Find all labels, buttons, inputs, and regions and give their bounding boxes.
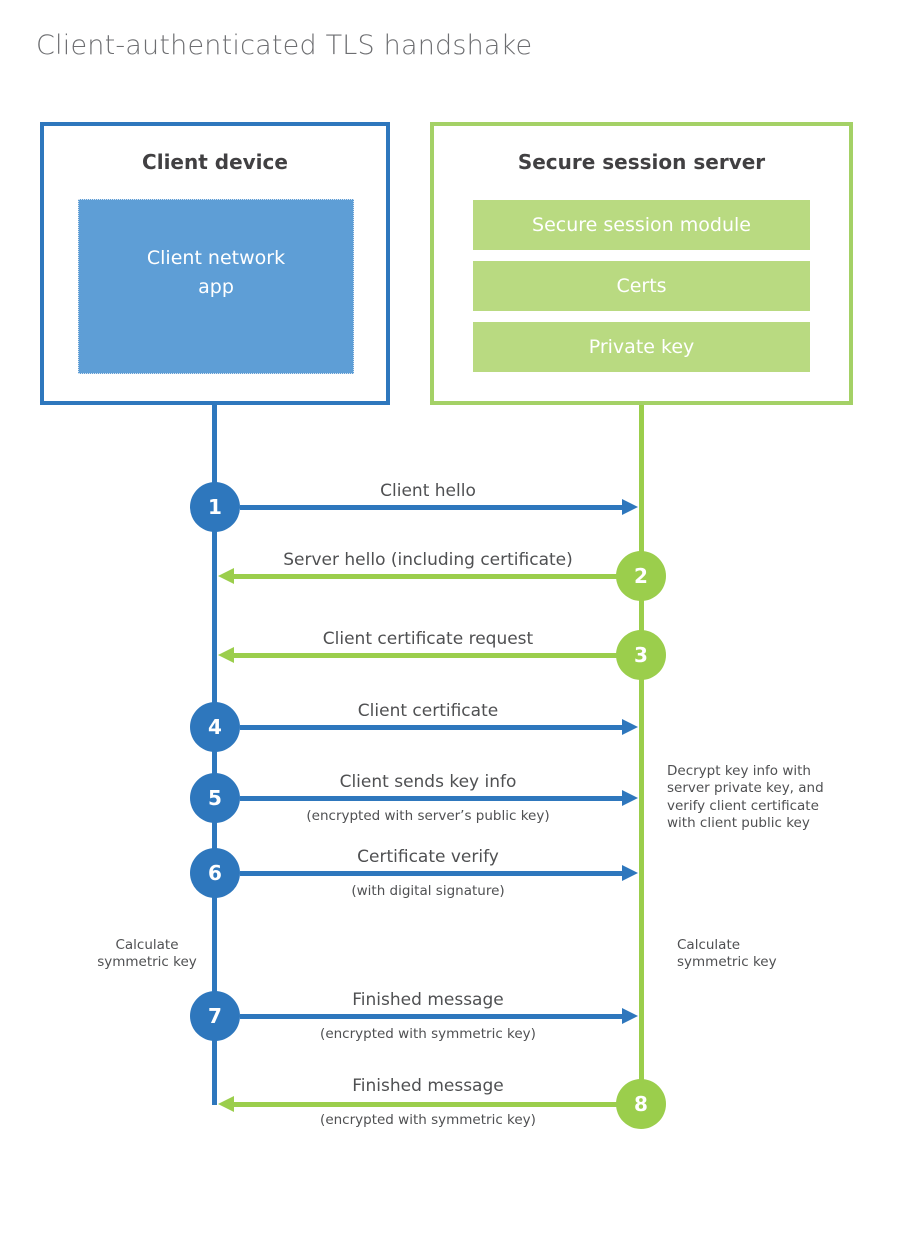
step-1-label: Client hello — [380, 481, 476, 501]
client-network-app-label: Client network app — [146, 247, 286, 298]
calculate-symmetric-key-server-note: Calculate symmetric key — [677, 937, 777, 971]
client-device-title: Client device — [142, 150, 288, 174]
step-5-label: Client sends key info — [339, 772, 517, 792]
server-module-private-key: Private key — [473, 322, 810, 372]
arrow-right-step-5 — [240, 790, 638, 806]
decrypt-key-note: Decrypt key info with server private key… — [667, 763, 824, 831]
step-2-label: Server hello (including certificate) — [283, 550, 573, 570]
step-circle-2: 2 — [616, 551, 666, 601]
step-circle-7: 7 — [190, 991, 240, 1041]
client-network-app-rect: Client network app — [78, 199, 354, 374]
page-title: Client-authenticated TLS handshake — [36, 30, 533, 61]
step-8-label: Finished message — [352, 1076, 504, 1096]
server-lifeline — [639, 405, 644, 1104]
step-circle-8: 8 — [616, 1079, 666, 1129]
step-7-sublabel: (encrypted with symmetric key) — [320, 1026, 536, 1042]
secure-session-server-title: Secure session server — [517, 150, 766, 174]
step-4-label: Client certificate — [357, 701, 499, 721]
step-circle-4: 4 — [190, 702, 240, 752]
step-6-label: Certificate verify — [357, 847, 499, 867]
arrow-right-step-4 — [240, 719, 638, 735]
step-8-sublabel: (encrypted with symmetric key) — [320, 1112, 536, 1128]
step-5-sublabel: (encrypted with server’s public key) — [306, 808, 550, 824]
step-circle-3: 3 — [616, 630, 666, 680]
calculate-symmetric-key-client-note: Calculate symmetric key — [97, 937, 197, 971]
arrow-right-step-1 — [240, 499, 638, 515]
server-module-secure-session-module: Secure session module — [473, 200, 810, 250]
arrow-left-step-2 — [218, 568, 617, 584]
arrow-right-step-6 — [240, 865, 638, 881]
secure-session-server-box: Secure session server Secure session mod… — [430, 122, 853, 405]
step-6-sublabel: (with digital signature) — [351, 883, 505, 899]
client-device-box: Client device Client network app — [40, 122, 390, 405]
client-lifeline — [212, 405, 217, 1105]
step-3-label: Client certificate request — [322, 629, 534, 649]
step-circle-5: 5 — [190, 773, 240, 823]
step-circle-6: 6 — [190, 848, 240, 898]
arrow-left-step-3 — [218, 647, 617, 663]
step-circle-1: 1 — [190, 482, 240, 532]
server-module-certs: Certs — [473, 261, 810, 311]
arrow-left-step-8 — [218, 1096, 617, 1112]
step-7-label: Finished message — [352, 990, 504, 1010]
arrow-right-step-7 — [240, 1008, 638, 1024]
